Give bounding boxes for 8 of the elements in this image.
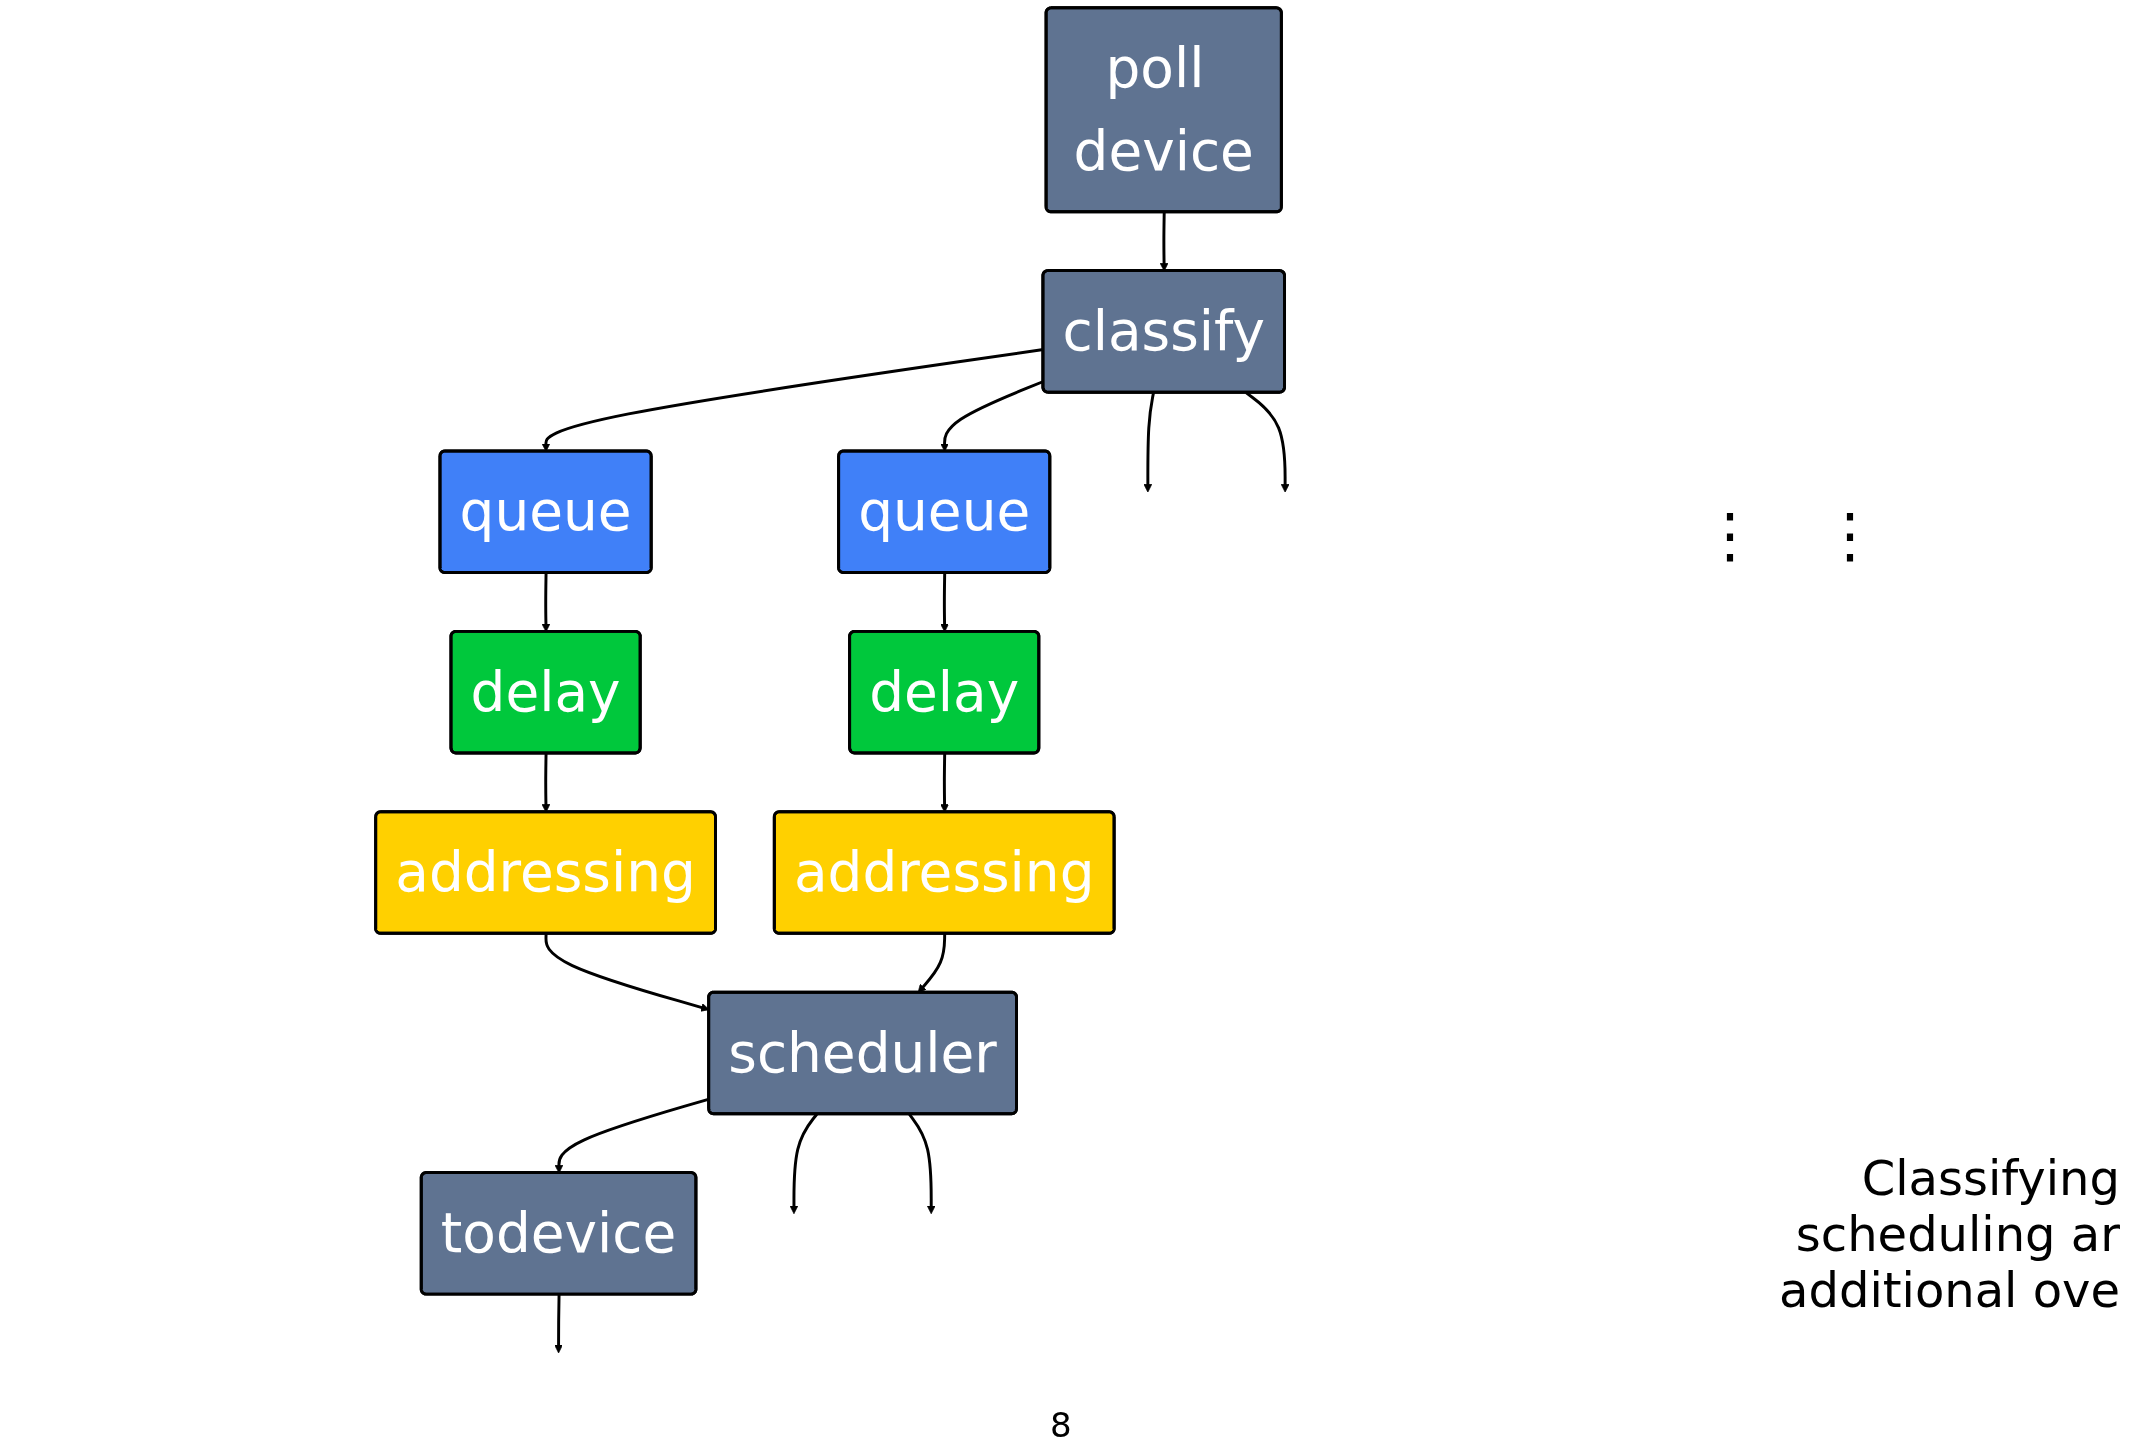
arrow: [789, 1113, 818, 1215]
ellipsis-mark: ⋮: [1700, 500, 1760, 570]
arrow: [1143, 392, 1155, 493]
note-text: Classifying scheduling ar additional ove: [1778, 1150, 2120, 1318]
ellipsis-mark: ⋮: [1820, 500, 1880, 570]
arrow: [908, 1113, 936, 1215]
page-number: 8: [1050, 1405, 1072, 1445]
arrow: [554, 1294, 563, 1354]
